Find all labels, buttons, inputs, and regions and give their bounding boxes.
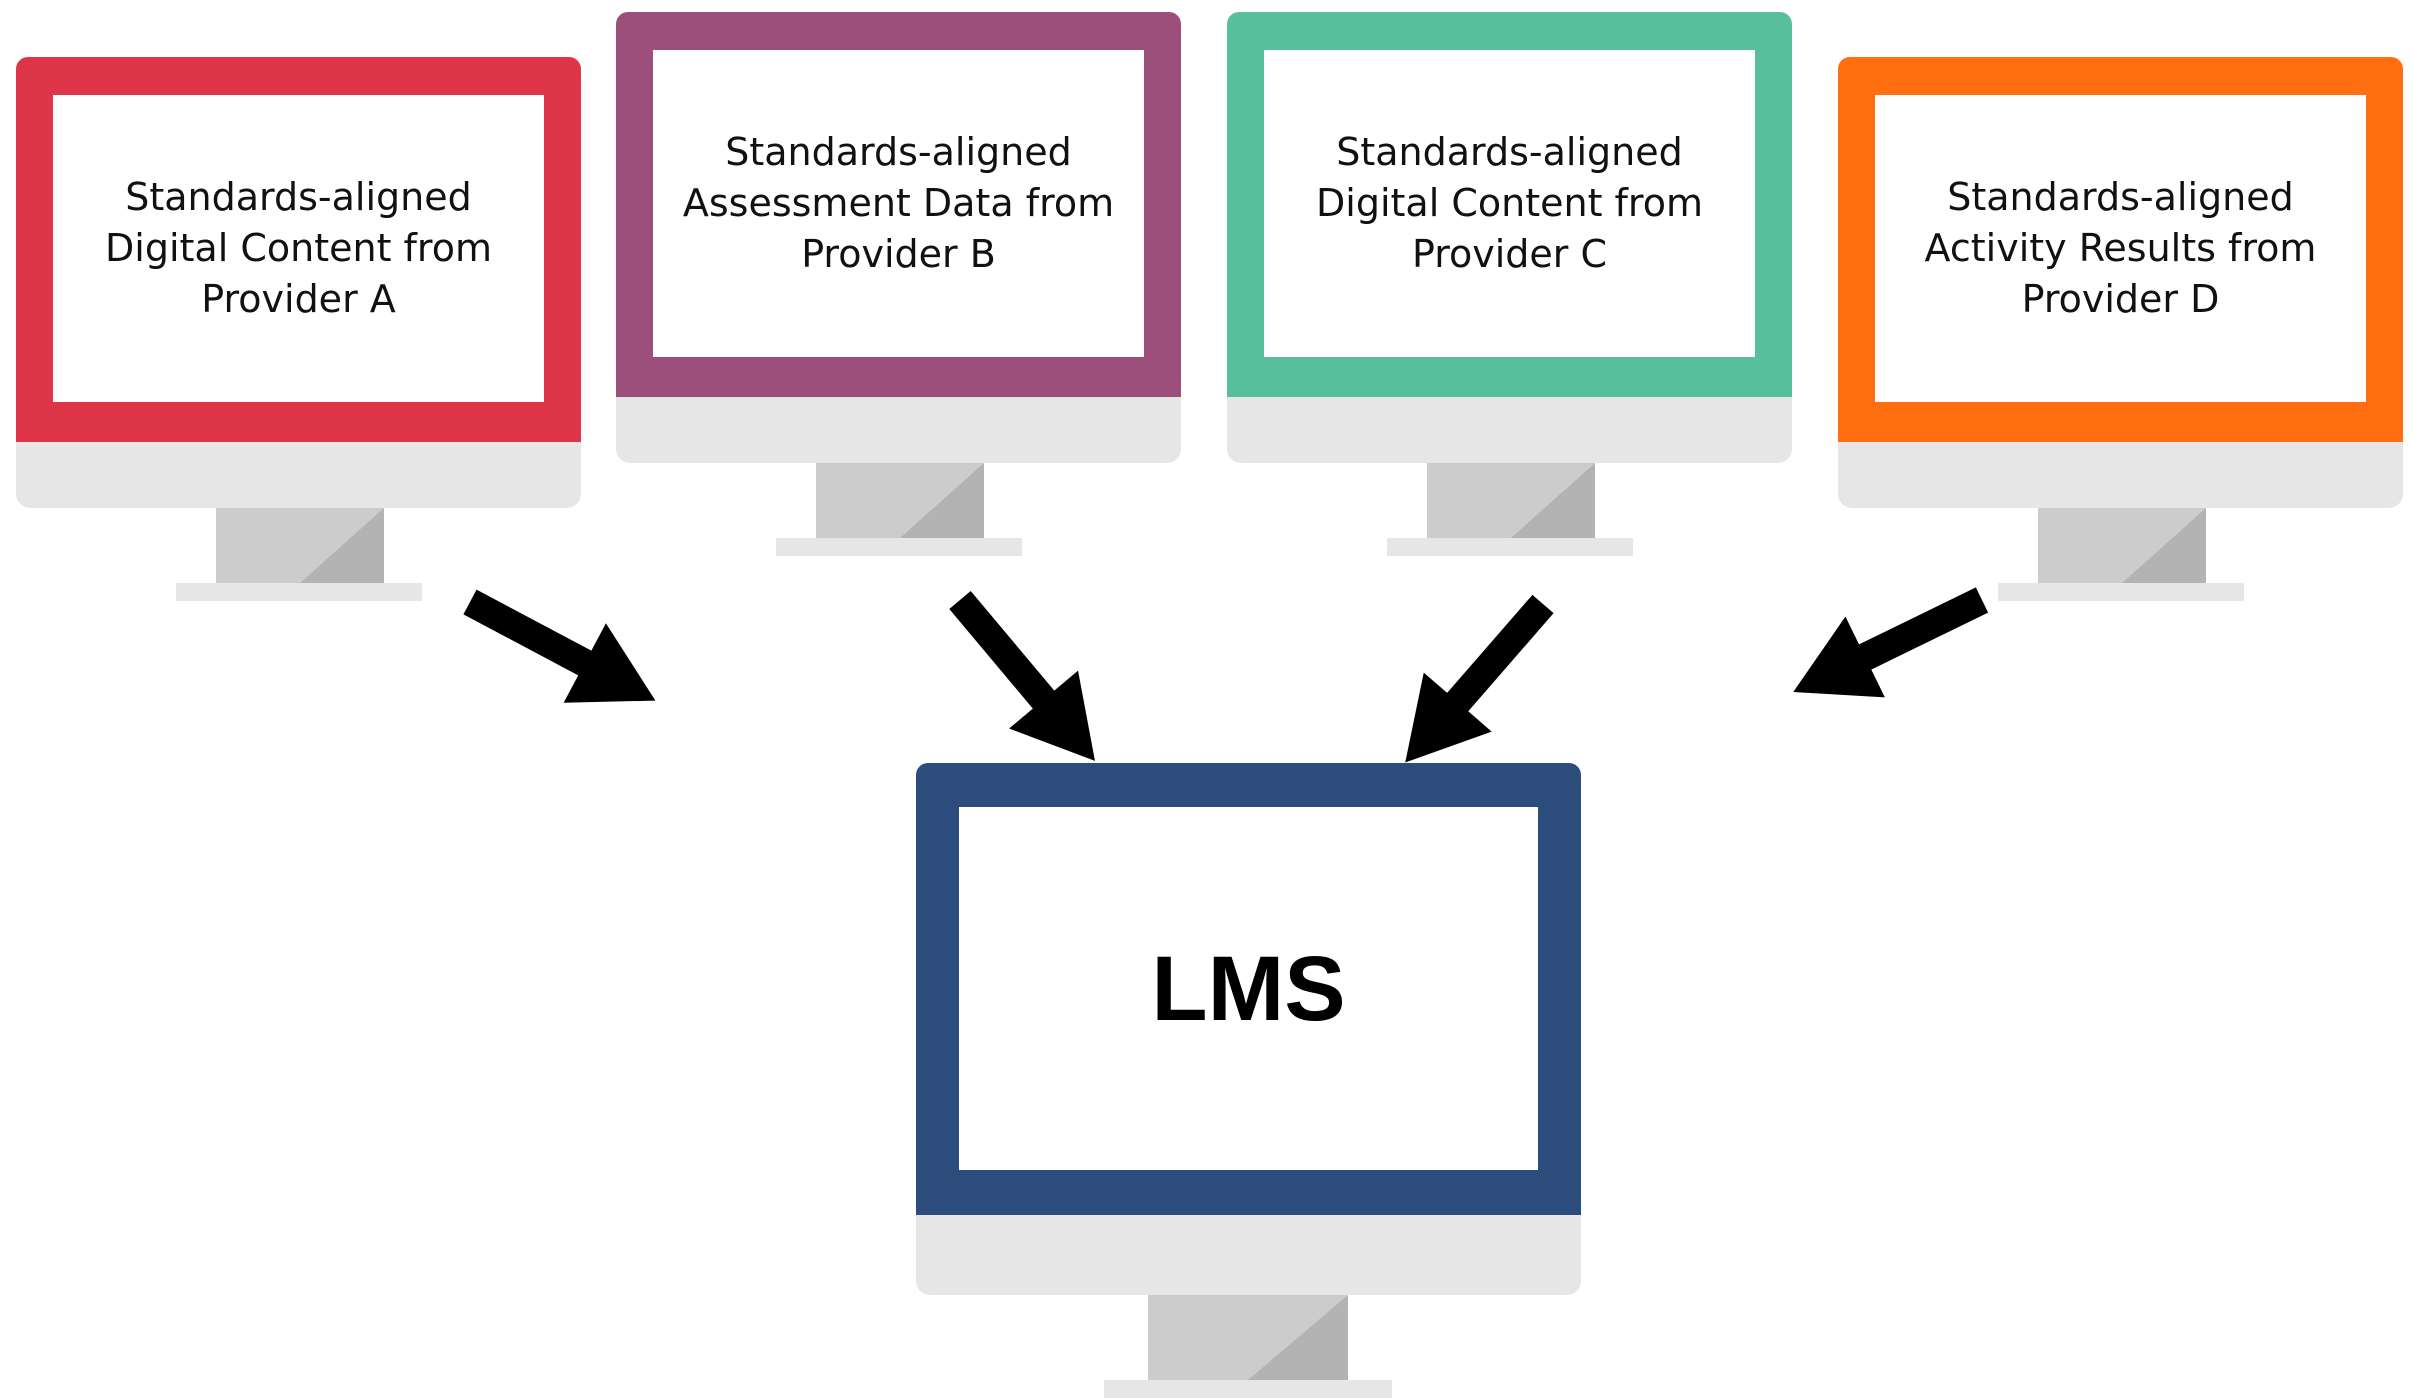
monitor-stand-neck bbox=[1148, 1295, 1348, 1380]
monitor-provider-a: Standards-aligned Digital Content from P… bbox=[16, 57, 581, 601]
monitor-provider-b: Standards-aligned Assessment Data from P… bbox=[616, 12, 1181, 556]
monitor-screen: LMS bbox=[959, 807, 1538, 1170]
monitor-screen: Standards-aligned Assessment Data from P… bbox=[653, 50, 1144, 357]
monitor-stand-foot bbox=[176, 583, 422, 601]
monitor-stand-neck bbox=[216, 508, 384, 583]
monitor-screen: Standards-aligned Digital Content from P… bbox=[1264, 50, 1755, 357]
monitor-provider-c: Standards-aligned Digital Content from P… bbox=[1227, 12, 1792, 556]
provider-c-label: Standards-aligned Digital Content from P… bbox=[1316, 130, 1703, 276]
provider-a-label: Standards-aligned Digital Content from P… bbox=[105, 175, 492, 321]
monitor-stand-neck bbox=[2038, 508, 2206, 583]
monitor-stand-neck bbox=[1427, 463, 1595, 538]
monitor-chin bbox=[16, 442, 581, 508]
arrow-provider-c-to-lms bbox=[1371, 574, 1577, 793]
monitor-chin bbox=[1227, 397, 1792, 463]
provider-b-label: Standards-aligned Assessment Data from P… bbox=[682, 130, 1115, 276]
monitor-screen: Standards-aligned Digital Content from P… bbox=[53, 95, 544, 402]
monitor-stand-foot bbox=[1387, 538, 1633, 556]
monitor-stand-foot bbox=[776, 538, 1022, 556]
monitor-stand-neck bbox=[816, 463, 984, 538]
provider-d-label: Standards-aligned Activity Results from … bbox=[1924, 175, 2317, 321]
monitor-lms: LMS bbox=[916, 763, 1581, 1398]
monitor-screen: Standards-aligned Activity Results from … bbox=[1875, 95, 2366, 402]
monitor-provider-d: Standards-aligned Activity Results from … bbox=[1838, 57, 2403, 601]
lms-label: LMS bbox=[1151, 937, 1346, 1040]
arrow-provider-d-to-lms bbox=[1773, 559, 2002, 733]
monitor-stand-foot bbox=[1998, 583, 2244, 601]
monitor-stand-foot bbox=[1104, 1380, 1392, 1398]
arrow-provider-a-to-lms bbox=[448, 562, 677, 741]
monitor-chin bbox=[616, 397, 1181, 463]
monitor-chin bbox=[1838, 442, 2403, 508]
arrow-provider-b-to-lms bbox=[925, 571, 1130, 790]
monitor-chin bbox=[916, 1215, 1581, 1295]
